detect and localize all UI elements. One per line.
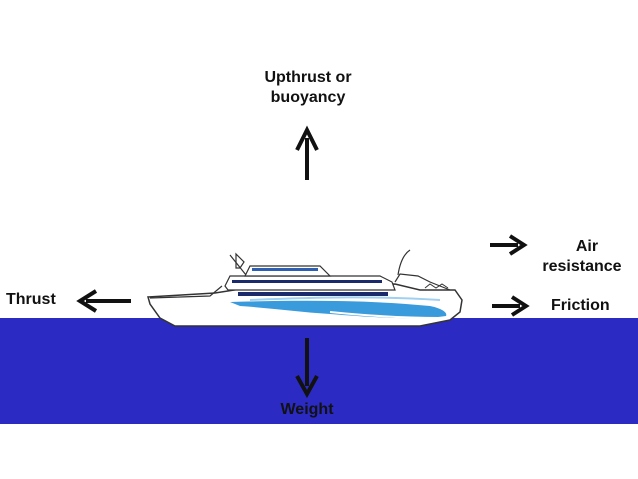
upthrust-label-line1: Upthrust or — [264, 69, 352, 86]
ship-illustration — [147, 249, 463, 327]
air-resistance-label: Air resistance — [530, 237, 634, 277]
weight-arrow — [295, 338, 319, 399]
friction-arrow — [492, 295, 530, 317]
thrust-label: Thrust — [6, 291, 56, 308]
upthrust-label: Upthrust or buoyancy — [228, 68, 388, 108]
air-resistance-arrow — [490, 234, 528, 256]
upthrust-label-line2: buoyancy — [270, 89, 346, 106]
air-resistance-label-line2: resistance — [542, 258, 622, 275]
weight-label: Weight — [280, 401, 334, 418]
friction-label: Friction — [551, 297, 610, 314]
air-resistance-label-line1: Air — [575, 238, 599, 255]
water-surface — [0, 318, 638, 424]
upthrust-arrow — [295, 125, 319, 180]
thrust-arrow — [76, 289, 131, 313]
